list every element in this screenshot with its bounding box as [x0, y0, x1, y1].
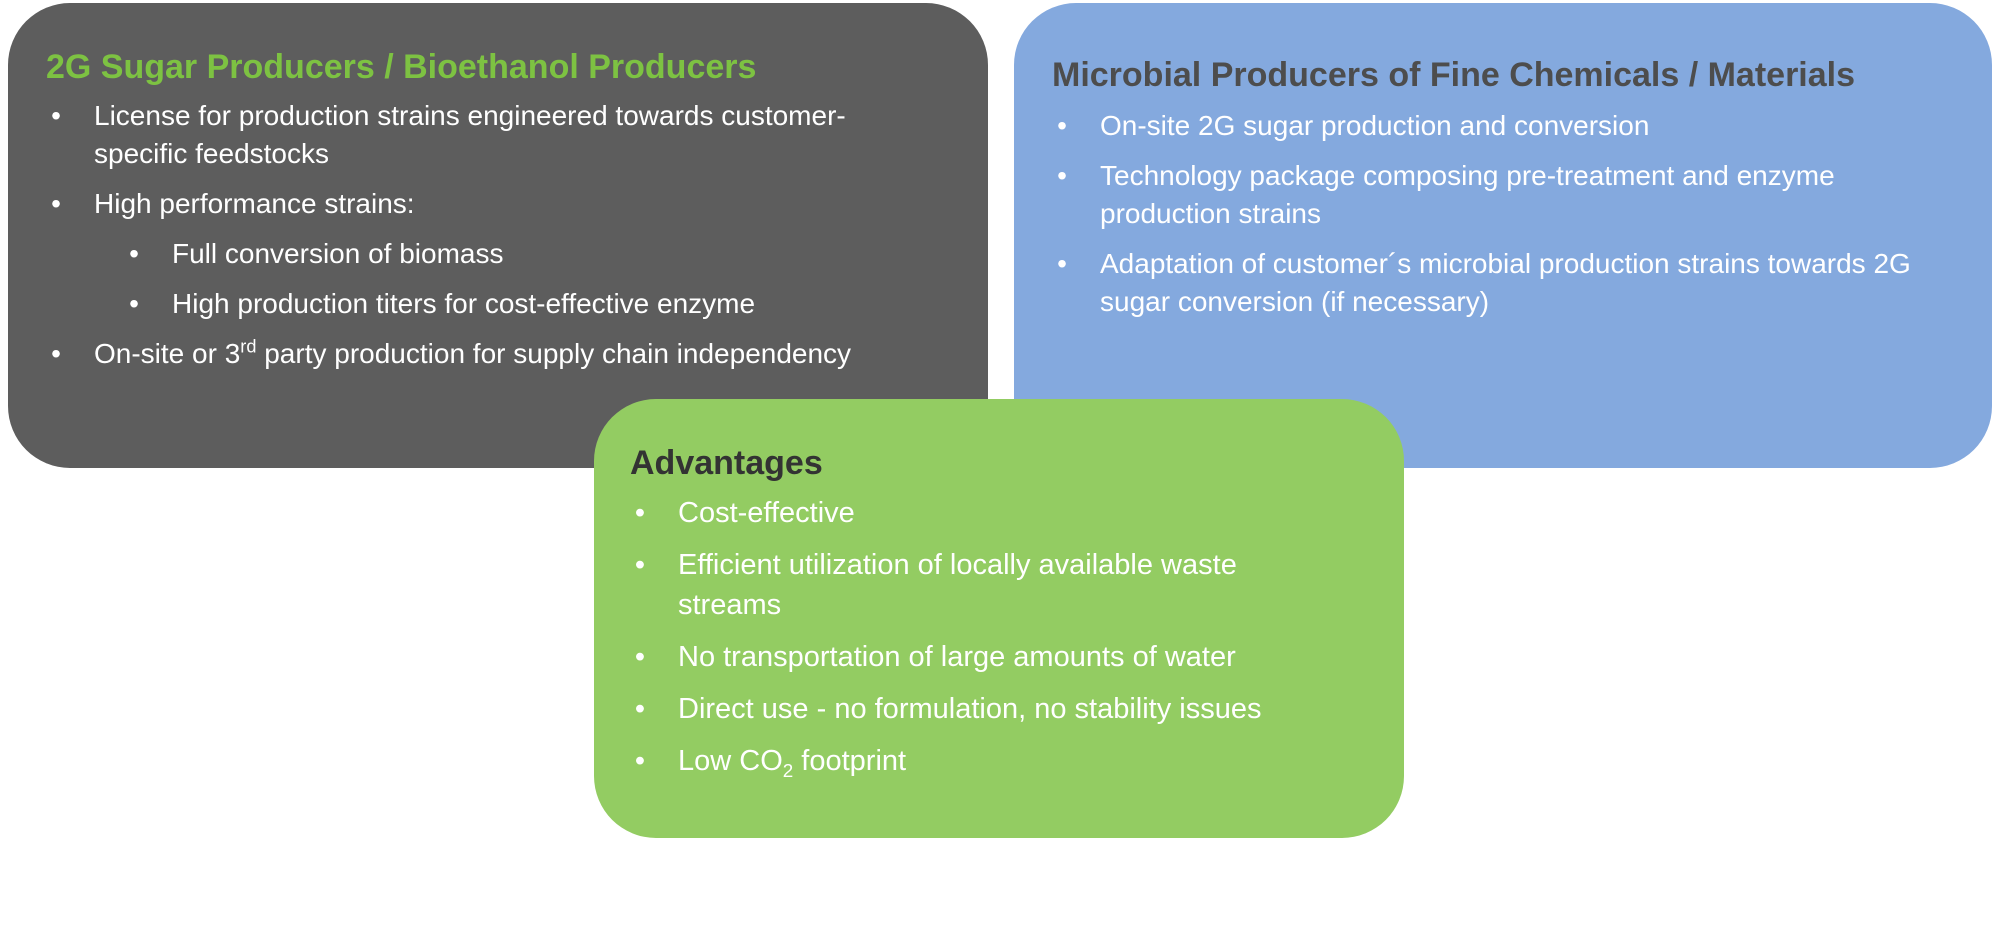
bullet-dot-icon: • [1057, 110, 1067, 141]
bullet-dot-icon: • [1057, 248, 1067, 279]
list-item-text: Adaptation of customer´s microbial produ… [1100, 248, 1911, 317]
list-item-text: On-site 2G sugar production and conversi… [1100, 110, 1650, 141]
bullet-dot-icon: • [1057, 160, 1067, 191]
box-advantages: Advantages • Cost-effective • Efficient … [594, 399, 1404, 838]
list-item-text-after: party production for supply chain indepe… [256, 338, 852, 369]
list-item: • Direct use - no formulation, no stabil… [630, 689, 1368, 729]
bullet-dot-icon: • [634, 745, 646, 777]
list-item-text: No transportation of large amounts of wa… [678, 641, 1236, 673]
list-item: • License for production strains enginee… [46, 97, 948, 173]
bullet-list-advantages: • Cost-effective • Efficient utilization… [630, 493, 1368, 781]
bullet-list-fine-chemicals-producers: • On-site 2G sugar production and conver… [1052, 107, 1952, 321]
bullet-dot-icon: • [634, 549, 646, 581]
list-item-superscript: rd [240, 336, 257, 357]
list-item-text-before: Low CO [678, 745, 783, 777]
box-fine-chemicals-producers: Microbial Producers of Fine Chemicals / … [1014, 3, 1992, 468]
list-item: • No transportation of large amounts of … [630, 637, 1368, 677]
bullet-list-bioethanol-producers: • License for production strains enginee… [46, 97, 948, 373]
list-item-text: Cost-effective [678, 497, 855, 529]
list-item-text-after: footprint [793, 745, 907, 777]
list-item: • On-site 2G sugar production and conver… [1052, 107, 1952, 145]
list-item-text: Efficient utilization of locally availab… [678, 549, 1237, 621]
list-item: • Adaptation of customer´s microbial pro… [1052, 245, 1952, 321]
list-item-text: Full conversion of biomass [172, 238, 504, 269]
bullet-dot-icon: • [129, 238, 139, 269]
list-item: • Low CO2 footprint [630, 741, 1368, 781]
bullet-dot-icon: • [634, 641, 646, 673]
list-item-text-before: On-site or 3 [94, 338, 241, 369]
list-item-text: License for production strains engineere… [94, 100, 846, 169]
list-item: • Full conversion of biomass [46, 235, 948, 273]
box-title-fine-chemicals-producers: Microbial Producers of Fine Chemicals / … [1052, 56, 1856, 94]
bullet-dot-icon: • [129, 288, 139, 319]
bullet-dot-icon: • [634, 693, 646, 725]
list-item-text: Direct use - no formulation, no stabilit… [678, 693, 1262, 725]
list-item-text: High performance strains: [94, 188, 415, 219]
box-title-advantages: Advantages [630, 444, 823, 482]
list-item: • Technology package composing pre-treat… [1052, 157, 1952, 233]
list-item-text: High production titers for cost-effectiv… [172, 288, 756, 319]
list-item: • High performance strains: [46, 185, 948, 223]
list-item: • On-site or 3rd party production for su… [46, 335, 948, 373]
box-title-bioethanol-producers: 2G Sugar Producers / Bioethanol Producer… [46, 48, 757, 86]
list-item-text: Technology package composing pre-treatme… [1100, 160, 1835, 229]
bullet-dot-icon: • [51, 188, 61, 219]
list-item-subscript: 2 [782, 759, 794, 781]
box-bioethanol-producers: 2G Sugar Producers / Bioethanol Producer… [8, 3, 988, 468]
list-item: • High production titers for cost-effect… [46, 285, 948, 323]
bullet-dot-icon: • [51, 338, 61, 369]
list-item: • Efficient utilization of locally avail… [630, 545, 1368, 625]
bullet-dot-icon: • [51, 100, 61, 131]
bullet-dot-icon: • [634, 497, 646, 529]
list-item: • Cost-effective [630, 493, 1368, 533]
